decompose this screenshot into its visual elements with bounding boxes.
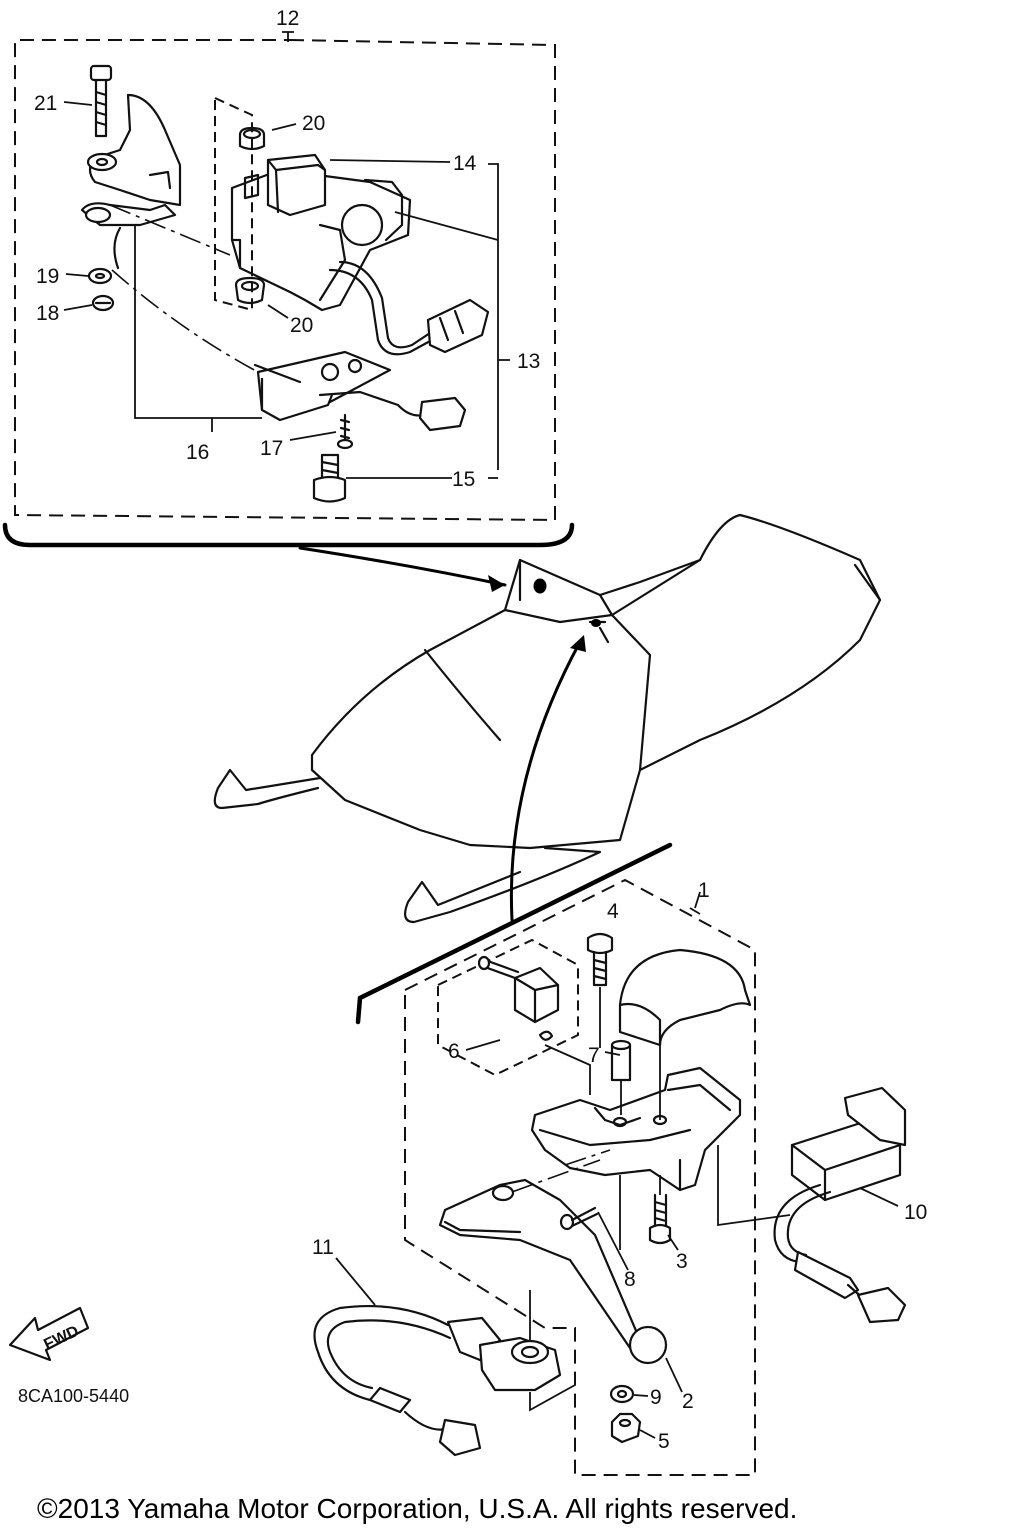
callout-18: 18 [36,302,59,325]
callout-12: 12 [276,7,299,30]
callout-11: 11 [312,1236,334,1259]
callout-8: 8 [624,1268,636,1291]
group-6-screw [477,955,520,980]
ignition-unit-cable [328,260,490,356]
mount-bracket [80,93,182,270]
throttle-lever-2 [438,1178,668,1365]
callout-20-top: 20 [302,112,325,135]
collar-7 [610,1039,632,1082]
washer-19 [87,267,113,285]
section-divider [355,842,673,1025]
callout-1: 1 [698,879,710,902]
callout-10: 10 [904,1201,927,1224]
grommet-20-bottom [234,276,266,305]
bolt-4 [586,932,614,987]
throttle-housing [530,1066,742,1192]
group-6-block [513,966,560,1024]
callout-13: 13 [517,350,540,373]
callout-15: 15 [452,468,475,491]
callout-21: 21 [34,92,57,115]
nut-5 [610,1412,642,1444]
copyright-notice: ©2013 Yamaha Motor Corporation, U.S.A. A… [37,1493,797,1524]
callout-2: 2 [682,1390,694,1413]
inset-leader-lines [63,101,510,479]
forward-arrow-icon: FWD [8,1306,90,1362]
callout-3: 3 [676,1250,688,1273]
callout-6: 6 [448,1040,460,1063]
callout-7: 7 [588,1044,600,1067]
callout-labels: 12 21 20 14 19 18 20 13 17 16 15 1 4 6 7… [34,7,927,1453]
callout-17: 17 [260,437,283,460]
screw-17 [336,413,354,450]
lower-leader-lines [335,1039,899,1439]
group-6-spring [538,1030,554,1041]
throttle-switch-11 [313,1304,562,1457]
lock-washer-18 [91,294,115,312]
bolt-21 [89,64,113,138]
callout-19: 19 [36,265,59,288]
lower-assembly-box [404,878,756,1476]
group-6-box [437,938,579,1077]
screw-8 [559,1206,599,1231]
callout-16: 16 [186,441,209,464]
throttle-cover [618,948,752,1047]
diagram-code: 8CA100-5440 [18,1386,129,1406]
location-arrows [298,546,586,922]
washer-9 [609,1384,635,1404]
inset-assembly-lines [109,97,262,419]
regulator-16 [253,350,467,432]
bolt-3 [648,1193,672,1245]
snowmobile-outline [213,513,882,924]
inset-detail-box [2,31,575,548]
ignition-unit-14 [230,153,412,312]
callout-20-bottom: 20 [290,314,313,337]
callout-9: 9 [650,1386,662,1409]
callout-14: 14 [453,152,477,175]
switch-unit-10 [773,1086,907,1324]
callout-5: 5 [658,1430,670,1453]
callout-4: 4 [607,900,619,923]
bolt-15 [312,453,347,503]
lower-assembly-lines [511,987,791,1412]
